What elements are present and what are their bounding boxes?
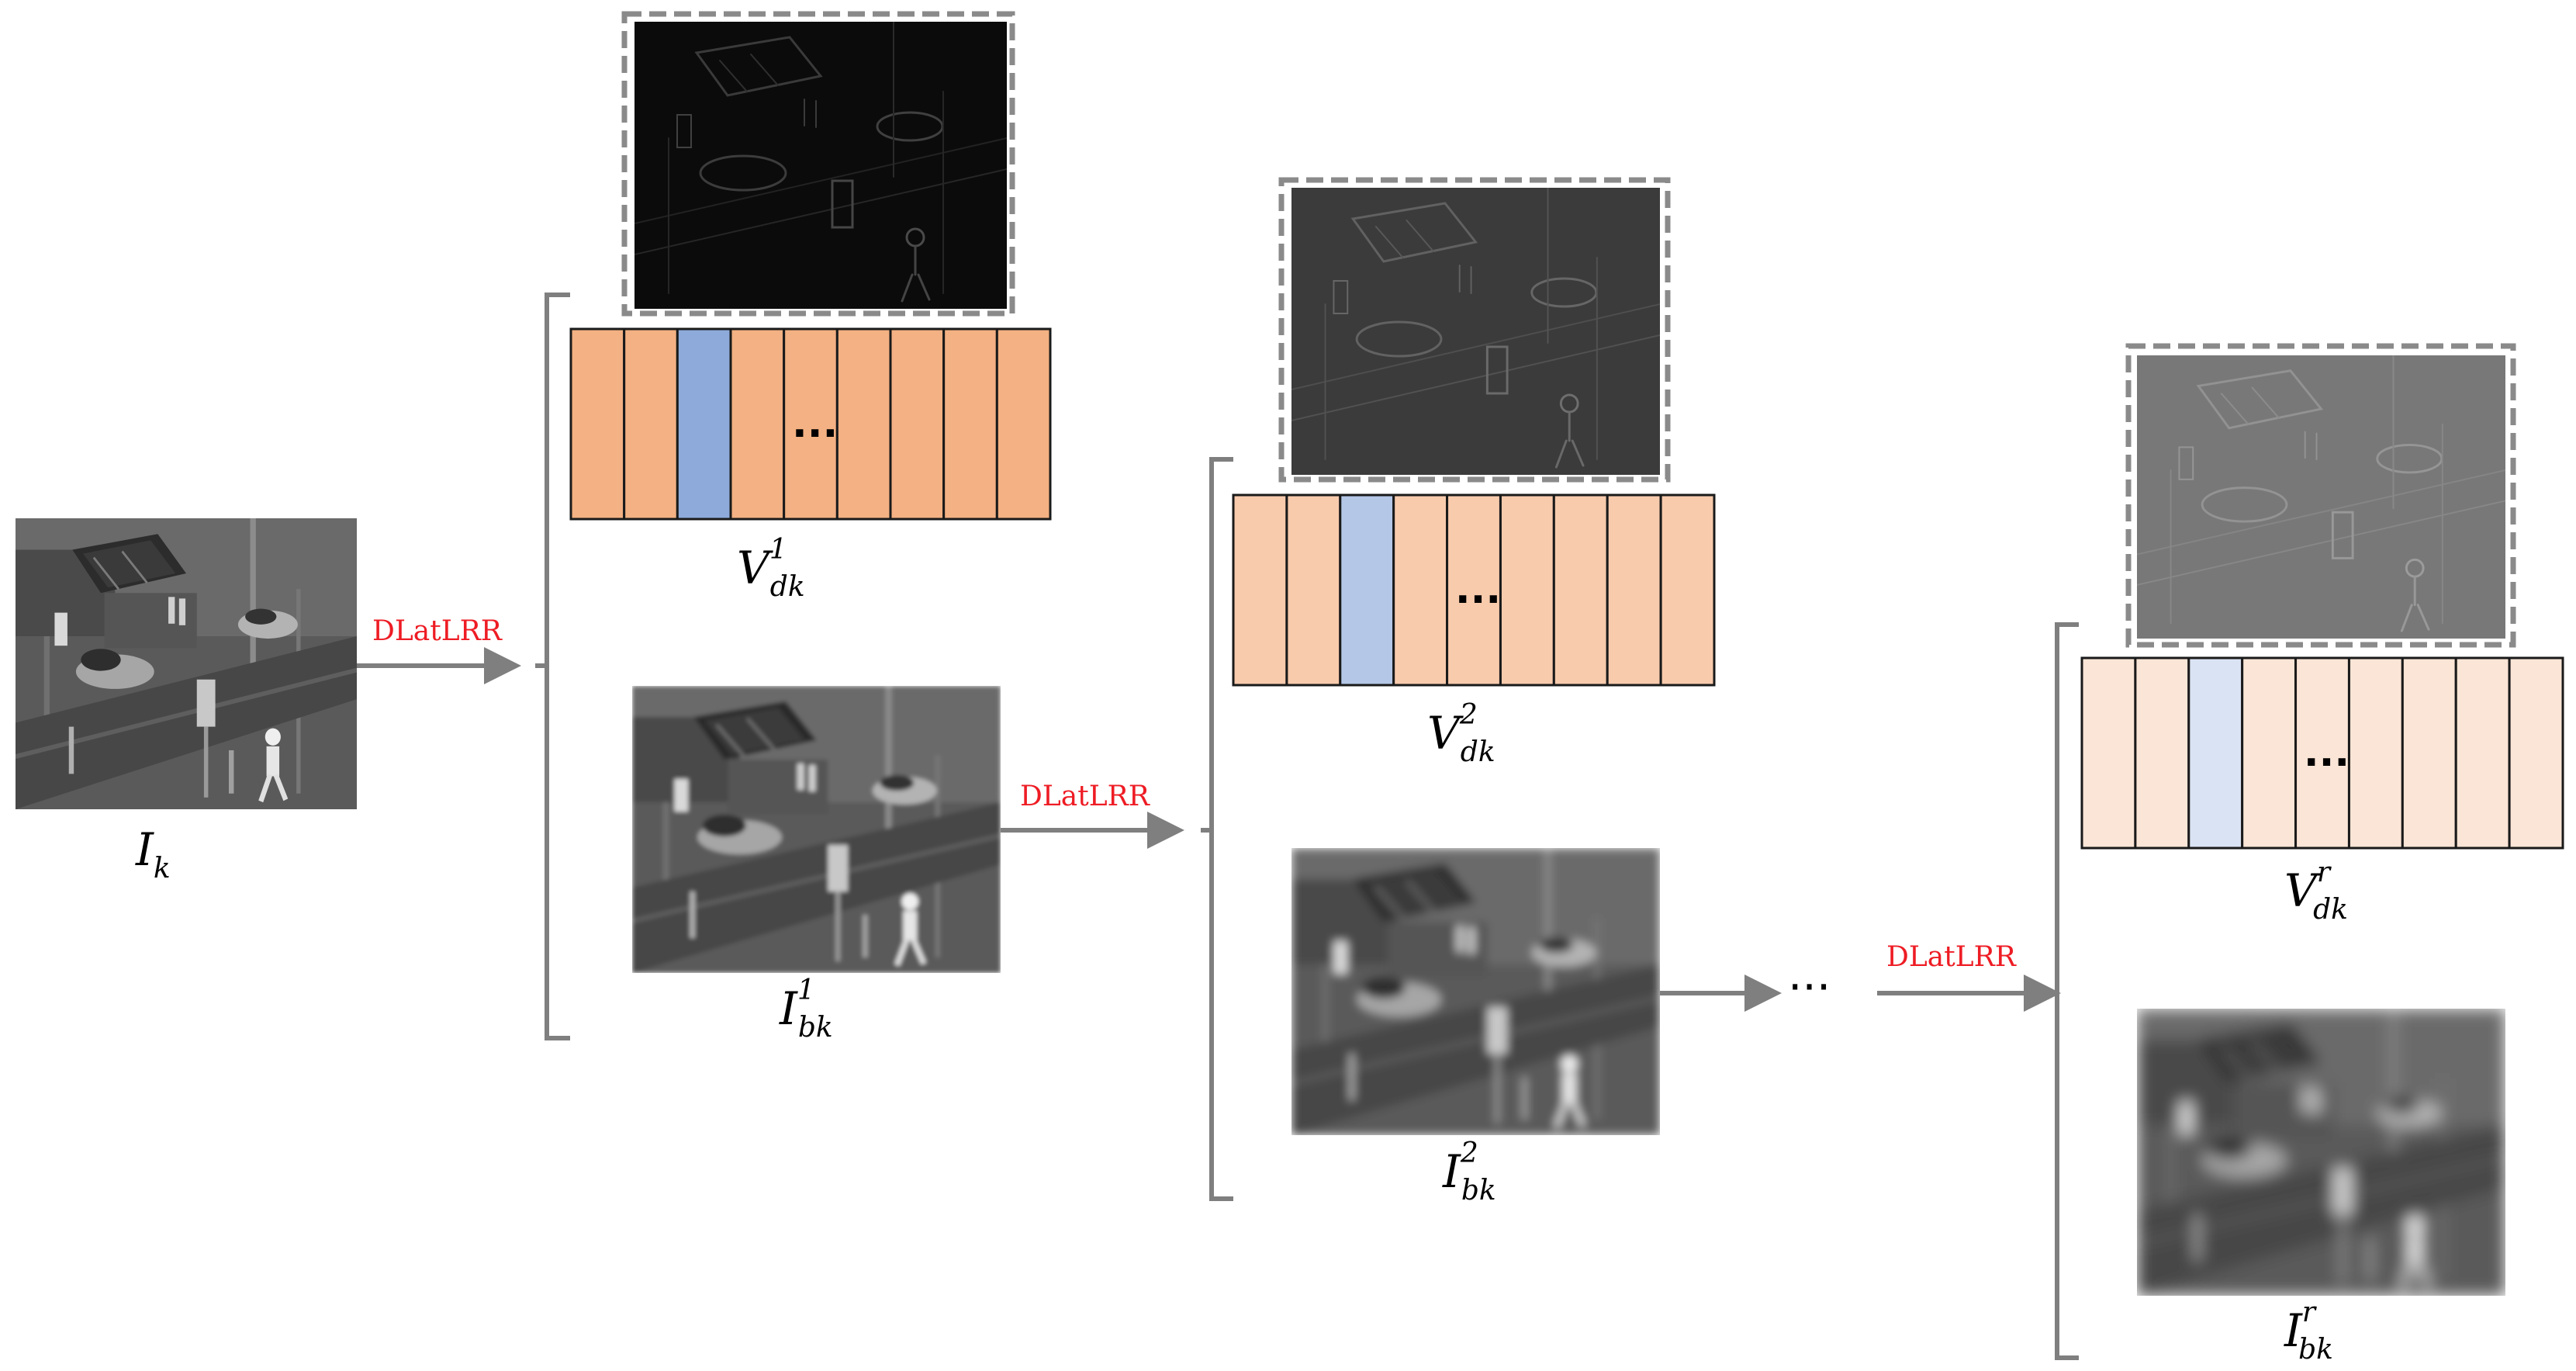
detail-image-r	[2125, 343, 2516, 648]
vector-v2: ···	[1232, 493, 1716, 687]
base-image-2	[1291, 848, 1660, 1135]
vector-column	[1659, 493, 1716, 687]
vector-column	[1552, 493, 1609, 687]
vector-column	[2508, 656, 2564, 850]
detail-image-1	[621, 11, 1015, 317]
vector-ellipsis: ···	[2304, 739, 2350, 786]
brace-1	[535, 293, 570, 1040]
vector-column	[1499, 493, 1555, 687]
vector-ellipsis: ···	[792, 410, 838, 457]
vector-column-highlight	[676, 327, 732, 521]
operator-label-2: DLatLRR	[1020, 781, 1150, 812]
vector-column	[995, 327, 1052, 521]
operator-label-1: DLatLRR	[372, 615, 503, 647]
brace-2	[1201, 457, 1233, 1201]
base-image-1	[632, 686, 1001, 973]
vector-column	[2134, 656, 2190, 850]
vector-column	[729, 327, 786, 521]
vector-v1: ···	[569, 327, 1052, 521]
base-image-r	[2137, 1009, 2505, 1296]
vector-column	[1392, 493, 1449, 687]
input-image	[16, 518, 357, 809]
detail-image-2	[1278, 177, 1671, 483]
vector-column	[2401, 656, 2457, 850]
ellipsis: ···	[1788, 961, 1831, 1013]
vector-column	[2347, 656, 2404, 850]
vector-column	[2294, 656, 2350, 850]
brace-3	[2046, 622, 2079, 1360]
vector-column	[835, 327, 892, 521]
vector-column-highlight	[2187, 656, 2244, 850]
vector-column	[2241, 656, 2298, 850]
vector-vr: ···	[2080, 656, 2564, 850]
vector-column	[942, 327, 998, 521]
vector-column	[569, 327, 626, 521]
input-label: Ik	[135, 823, 171, 885]
vector-column	[889, 327, 946, 521]
vector-column	[2454, 656, 2511, 850]
vector-column	[1446, 493, 1502, 687]
vector-ellipsis: ···	[1455, 576, 1501, 623]
vector-column	[1285, 493, 1342, 687]
vector-column	[1606, 493, 1662, 687]
operator-label-3: DLatLRR	[1886, 941, 2017, 973]
vector-column	[623, 327, 679, 521]
vector-column-highlight	[1339, 493, 1395, 687]
vector-column	[1232, 493, 1288, 687]
vector-column	[2080, 656, 2137, 850]
